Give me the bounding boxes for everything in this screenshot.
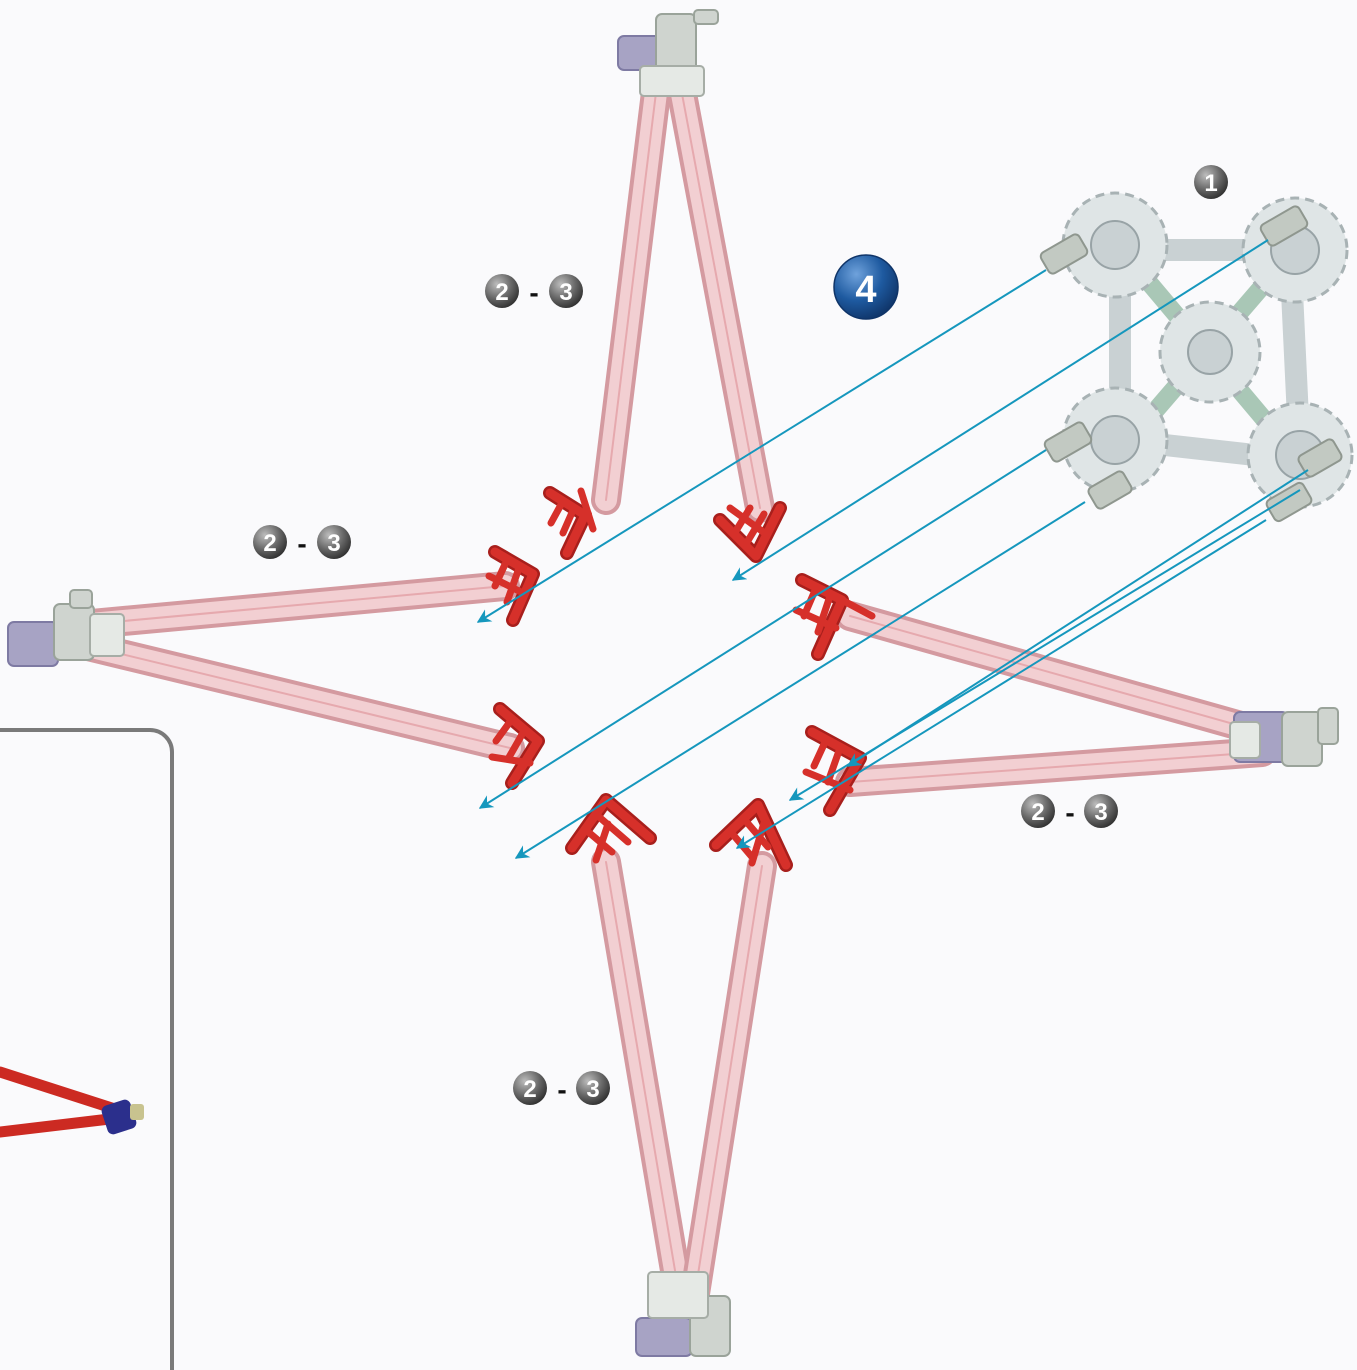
arrow-7 (735, 519, 1267, 849)
inset-rod-upper (0, 1066, 124, 1116)
step-badge: 4 (833, 254, 899, 320)
arrow-2 (731, 239, 1269, 581)
star-rods (65, 45, 1277, 1315)
tip-left (7, 589, 125, 667)
hub-node-center (1158, 300, 1262, 404)
sub-step-badge: 1 (1194, 165, 1228, 199)
tip-right (1229, 707, 1339, 767)
range-from: 2 (495, 279, 508, 306)
range-label-right: 2 - 3 (1021, 794, 1118, 828)
arrow-6 (788, 489, 1301, 801)
inset-rod-lower (0, 1112, 124, 1138)
tip-connectors (7, 9, 1339, 1357)
range-from: 2 (1031, 799, 1044, 826)
hub-peg-4 (1087, 470, 1133, 510)
inset-clip (130, 1104, 144, 1120)
hub-peg-1 (1039, 233, 1089, 275)
red-connector-2 (485, 545, 540, 627)
red-connector-7 (709, 798, 793, 872)
inset-panel (0, 728, 174, 1370)
range-label-top: 2 - 3 (485, 274, 583, 308)
hub-peg-6 (1297, 438, 1343, 478)
red-connector-4 (792, 573, 876, 661)
red-connector-1 (543, 486, 597, 560)
inset-end-cap (101, 1099, 137, 1135)
range-label-bottom: 2 - 3 (513, 1071, 610, 1105)
red-connectors (485, 486, 876, 872)
range-to: 3 (327, 530, 340, 557)
range-label-left: 2 - 3 (253, 525, 351, 559)
arrow-4 (514, 501, 1086, 859)
red-connector-3 (713, 501, 787, 563)
hub-peg-2 (1259, 205, 1309, 247)
tip-bottom (635, 1271, 731, 1357)
range-from: 2 (523, 1076, 536, 1103)
range-separator: - (529, 277, 538, 308)
arrow-5 (846, 469, 1309, 767)
red-connector-6 (565, 793, 657, 864)
hub-node-bottom-left (1061, 386, 1169, 494)
arrow-1 (476, 269, 1047, 623)
range-to: 3 (586, 1076, 599, 1103)
range-separator: - (1065, 797, 1074, 828)
range-from: 2 (263, 530, 276, 557)
range-to: 3 (559, 279, 572, 306)
tip-top (617, 9, 719, 97)
range-to: 3 (1094, 799, 1107, 826)
assembly-arrows (476, 239, 1309, 859)
hub-peg-5 (1265, 481, 1313, 523)
inset-border (0, 728, 174, 1370)
range-separator: - (557, 1074, 566, 1105)
range-separator: - (297, 528, 306, 559)
step-number: 4 (855, 269, 876, 311)
hub-assembly (1039, 191, 1354, 523)
hub-node-top-left (1061, 191, 1169, 299)
sub-step-number: 1 (1204, 170, 1217, 197)
hub-peg-3 (1043, 421, 1093, 463)
arrow-3 (478, 449, 1047, 809)
red-connector-5 (488, 702, 545, 790)
red-connector-8 (802, 725, 867, 817)
